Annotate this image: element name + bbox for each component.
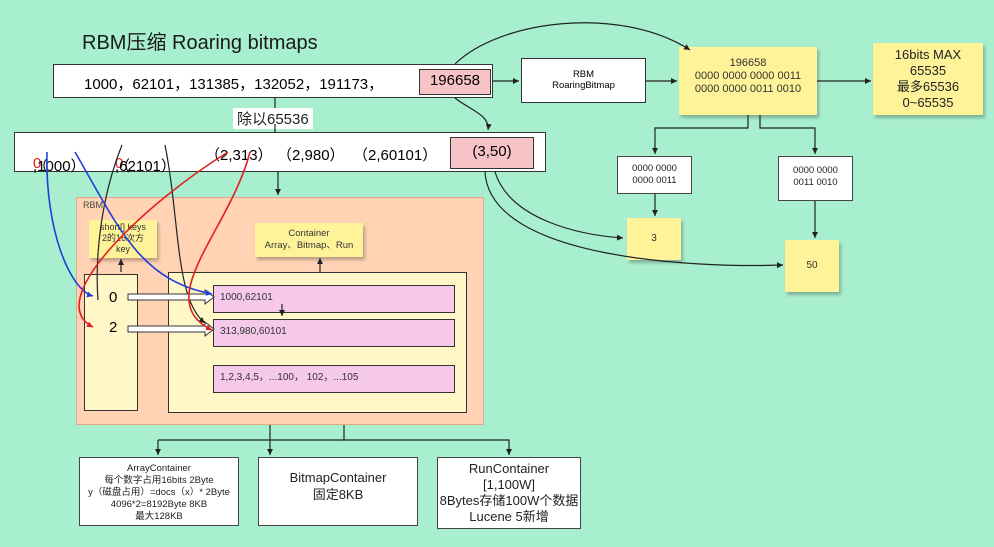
- key-to-container-arrows: [127, 288, 215, 338]
- arrow-to-low-bits: [759, 115, 818, 154]
- curve-pair-0: [96, 144, 123, 301]
- note-high-result: 3: [627, 218, 681, 260]
- page-title: RBM压缩 Roaring bitmaps: [82, 32, 318, 54]
- container-row: 1,2,3,4,5，...100， 102，...105: [213, 365, 455, 393]
- blue-curve-1: [74, 151, 213, 296]
- array-container-line: 最大128KB: [135, 511, 183, 522]
- limits-line: 65535: [909, 63, 947, 78]
- arrow-pair-to-3: [494, 171, 624, 241]
- input-values-text: 1000，62101，131385，132052，191173，: [84, 76, 384, 93]
- panel-label: RBM: [83, 200, 103, 210]
- red-curve-0: [78, 151, 229, 328]
- container-note: Container Array、Bitmap、Run: [255, 223, 363, 257]
- curve-pair-1: [164, 144, 206, 324]
- input-highlight-value: 196658: [419, 69, 491, 95]
- low-bits-line: 0000 0000: [793, 165, 838, 176]
- array-container-line: 4096*2=8192Byte 8KB: [110, 499, 208, 510]
- value-binary-note: 196658 0000 0000 0000 0011 0000 0000 001…: [679, 47, 817, 115]
- high-bits-box: 0000 0000 0000 0011: [617, 156, 692, 194]
- arrow-to-run: [343, 425, 512, 455]
- keys-note-line: short[] keys: [99, 222, 146, 232]
- bitmap-container-box: BitmapContainer 固定8KB: [258, 457, 418, 526]
- container-note-line: Array、Bitmap、Run: [264, 240, 354, 251]
- rbm-node: RBM RoaringBitmap: [521, 58, 646, 103]
- arrow-highlight-down: [454, 97, 492, 131]
- container-note-line: Container: [288, 228, 330, 239]
- arrow-to-high-bits: [652, 115, 749, 154]
- limits-line: 0~65535: [902, 95, 954, 110]
- low-bits-line: 0011 0010: [793, 177, 838, 188]
- pair-item: （2,313）: [205, 147, 273, 164]
- container-row: 1000,62101: [213, 285, 455, 313]
- run-container-line: Lucene 5新增: [469, 509, 549, 524]
- run-container-line: [1,100W]: [482, 477, 536, 492]
- divide-label: 除以65536: [233, 108, 313, 129]
- key-item: 2: [109, 319, 118, 336]
- keys-note-line: key: [115, 244, 130, 254]
- rbm-node-line1: RBM: [572, 69, 595, 80]
- note-low-result: 50: [785, 240, 839, 292]
- high-bits-line: 0000 0000: [632, 163, 677, 174]
- run-container-box: RunContainer [1,100W] 8Bytes存储100W个数据 Lu…: [437, 457, 581, 529]
- container-row: 313,980,60101: [213, 319, 455, 347]
- rbm-node-line2: RoaringBitmap: [552, 80, 615, 91]
- arrow-pair-to-50: [484, 171, 784, 269]
- rbm-structure-panel: RBM short[] keys 2的16次方 key Container Ar…: [76, 197, 484, 425]
- value-binary-high: 0000 0000 0000 0011: [694, 70, 802, 82]
- array-container-line: y（磁盘占用）=docs（x）* 2Byte: [88, 487, 230, 498]
- pair-highlight: (3,50): [450, 137, 534, 169]
- value-binary-low: 0000 0000 0011 0010: [694, 83, 802, 95]
- array-container-box: ArrayContainer 每个数字占用16bits 2Byte y（磁盘占用…: [79, 457, 239, 526]
- bitmap-container-line: BitmapContainer: [289, 470, 387, 485]
- limits-note: 16bits MAX 65535 最多65536 0~65535: [873, 43, 983, 115]
- array-container-line: 每个数字占用16bits 2Byte: [104, 475, 214, 486]
- input-values-box: 1000，62101，131385，132052，191173， 196658: [53, 64, 493, 98]
- high-bits-line: 0000 0011: [632, 175, 677, 186]
- limits-line: 16bits MAX: [894, 47, 962, 62]
- limits-line: 最多65536: [896, 79, 960, 94]
- pair-item: （2,980）: [277, 147, 345, 164]
- value-decimal: 196658: [729, 57, 767, 69]
- blue-curve-0: [46, 151, 94, 298]
- bitmap-container-line: 固定8KB: [312, 487, 364, 502]
- low-bits-box: 0000 0000 0011 0010: [778, 156, 853, 201]
- arrow-highlight-curve: [454, 22, 691, 65]
- run-container-line: 8Bytes存储100W个数据: [439, 493, 579, 508]
- key-item: 0: [109, 289, 118, 306]
- containers-array: 1000,62101 313,980,60101 1,2,3,4,5，...10…: [168, 272, 467, 413]
- array-container-line: ArrayContainer: [127, 463, 191, 474]
- run-container-line: RunContainer: [468, 461, 550, 476]
- keys-note-line: 2的16次方: [101, 233, 145, 243]
- pair-item: （2,60101）: [353, 147, 438, 164]
- red-curve-1: [188, 151, 251, 331]
- pair-row-box: （0,1000） （0,62101） （2,313） （2,980） （2,60…: [14, 132, 546, 175]
